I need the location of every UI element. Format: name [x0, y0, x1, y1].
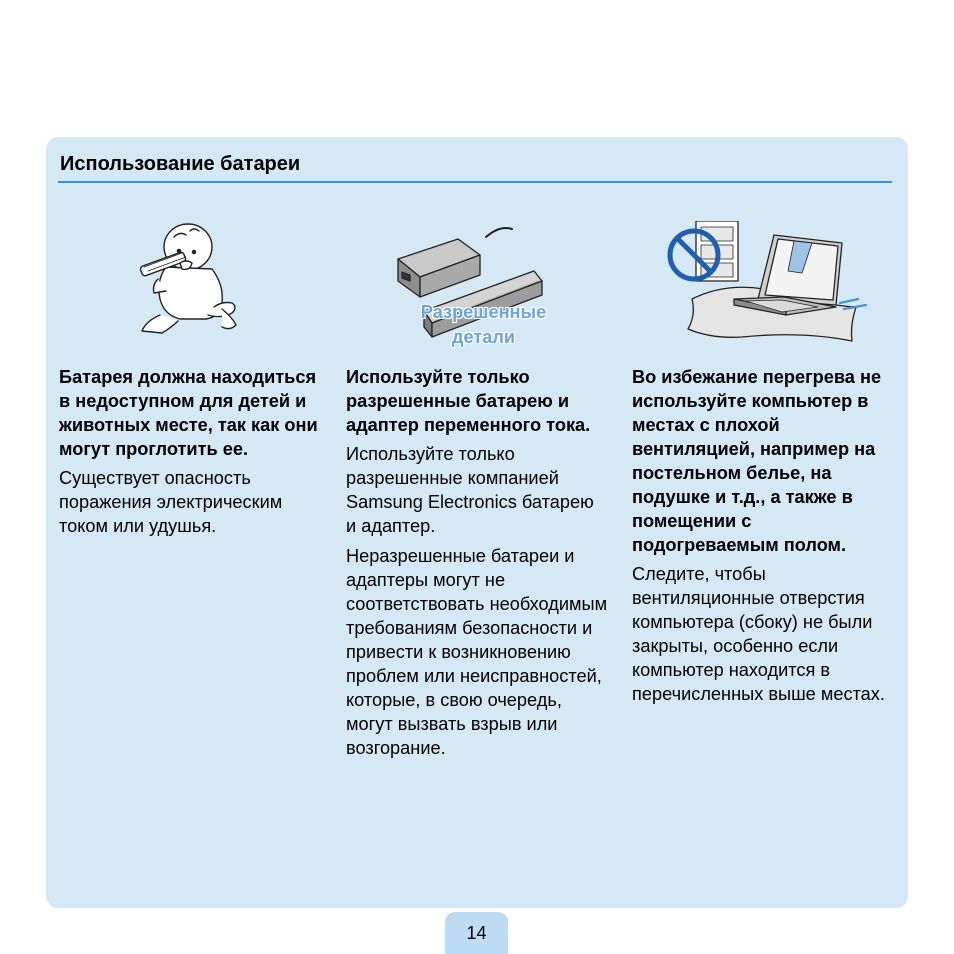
warning-lead: Используйте только разрешенные батарею и…: [346, 367, 591, 435]
column-child-safety: Батарея должна находиться в недоступном …: [59, 365, 321, 544]
page-number: 14: [445, 912, 508, 954]
section-title: Использование батареи: [60, 153, 301, 175]
illustration-caption: Разрешенные детали: [420, 302, 547, 347]
warning-text: Следите, чтобы вентиляционные отверстия …: [632, 564, 885, 704]
warning-lead: Во избежание перегрева не используйте ко…: [632, 367, 882, 555]
column-ventilation: Во избежание перегрева не используйте ко…: [632, 365, 894, 712]
content-panel: Использование батареи Разрешенные детали: [46, 137, 908, 908]
title-underline: [58, 181, 892, 183]
baby-chewing-battery-illustration: [139, 223, 237, 334]
laptop-on-pillow-prohibited-illustration: [667, 221, 868, 342]
warning-text: Существует опасность поражения электриче…: [59, 468, 283, 536]
column-approved-parts: Используйте только разрешенные батарею и…: [346, 365, 608, 766]
warning-lead: Батарея должна находиться в недоступном …: [59, 367, 318, 459]
warning-text: Неразрешенные батареи и адаптеры могут н…: [346, 546, 608, 758]
warning-text: Используйте только разрешенные компанией…: [346, 444, 594, 536]
adapter-and-battery-illustration: [397, 227, 543, 338]
